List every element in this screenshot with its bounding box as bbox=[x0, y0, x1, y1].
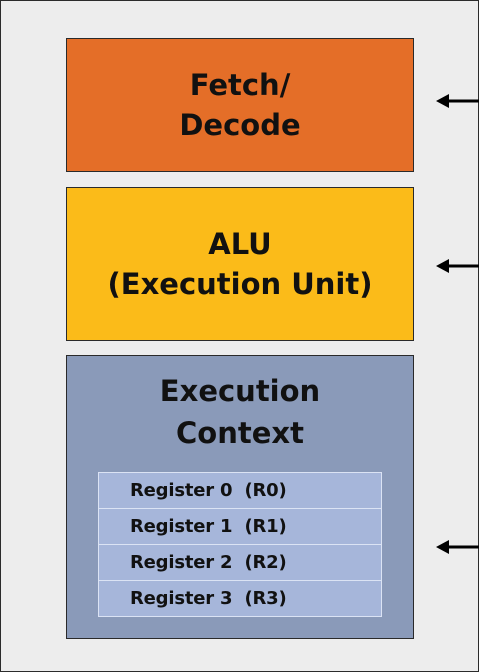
register-row-r3: Register 3 (R3) bbox=[98, 581, 382, 617]
alu-label-line1: ALU bbox=[208, 227, 272, 261]
fetch-decode-input-arrow-icon bbox=[436, 94, 479, 108]
register-file: Register 0 (R0) Register 1 (R1) Register… bbox=[98, 472, 382, 617]
register-row-r1: Register 1 (R1) bbox=[98, 509, 382, 545]
alu-label-line2: (Execution Unit) bbox=[107, 267, 373, 301]
execution-context-block: Execution Context Register 0 (R0) Regist… bbox=[66, 355, 414, 639]
alu-block: ALU (Execution Unit) bbox=[66, 187, 414, 341]
register-row-r2: Register 2 (R2) bbox=[98, 545, 382, 581]
execution-context-label-line2: Context bbox=[176, 416, 304, 450]
execution-context-input-arrow-icon bbox=[436, 540, 479, 554]
fetch-decode-label-line1: Fetch/ bbox=[189, 68, 291, 102]
register-row-r0: Register 0 (R0) bbox=[98, 473, 382, 509]
alu-input-arrow-icon bbox=[436, 259, 479, 273]
execution-context-label-line1: Execution bbox=[159, 374, 321, 408]
fetch-decode-label-line2: Decode bbox=[179, 108, 301, 142]
fetch-decode-block: Fetch/ Decode bbox=[66, 38, 414, 172]
